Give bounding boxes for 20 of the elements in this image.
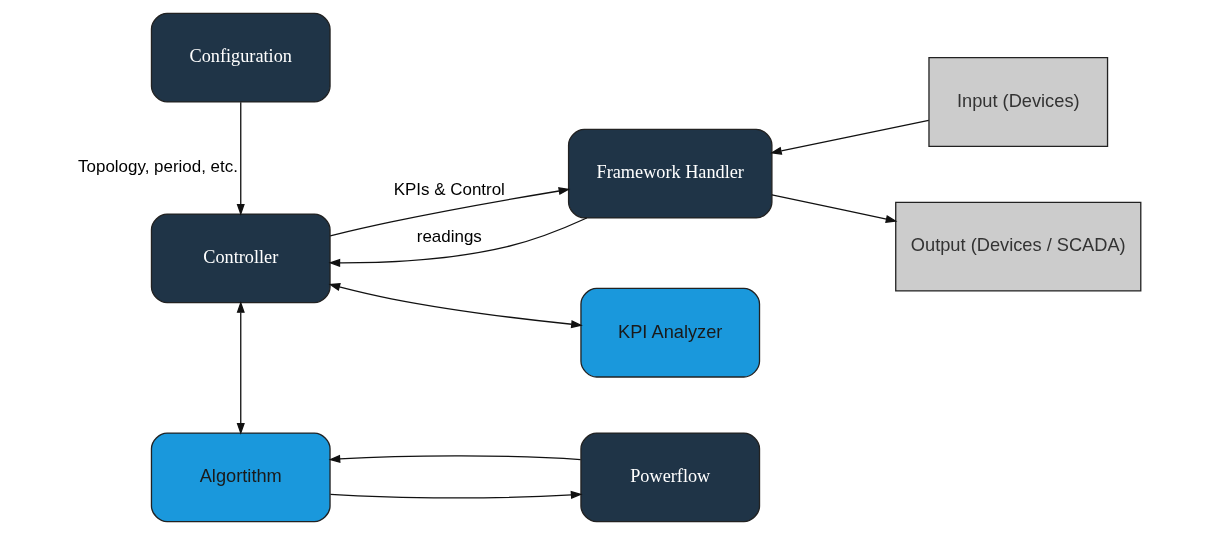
node-box: Input (Devices) bbox=[928, 57, 1109, 147]
node-box: Algortithm bbox=[150, 432, 331, 523]
edge-label: KPIs & Control bbox=[393, 180, 505, 200]
arrow bbox=[328, 217, 588, 267]
arrow bbox=[329, 186, 571, 237]
edge-label: Topology, period, etc. bbox=[78, 156, 238, 176]
arrow bbox=[236, 101, 245, 216]
arrow bbox=[329, 490, 583, 500]
node-box: Configuration bbox=[150, 12, 331, 103]
arrow bbox=[236, 301, 245, 435]
node-box: Framework Handler bbox=[567, 128, 773, 219]
arrow bbox=[328, 283, 583, 329]
node-box: Powerflow bbox=[580, 432, 761, 523]
arrow bbox=[771, 194, 898, 223]
arrow bbox=[770, 119, 930, 155]
edge-label: readings bbox=[416, 226, 482, 246]
arrow bbox=[328, 454, 582, 463]
node-box: Controller bbox=[150, 213, 331, 304]
node-box: KPI Analyzer bbox=[580, 287, 761, 378]
node-box: Output (Devices / SCADA) bbox=[895, 201, 1142, 292]
